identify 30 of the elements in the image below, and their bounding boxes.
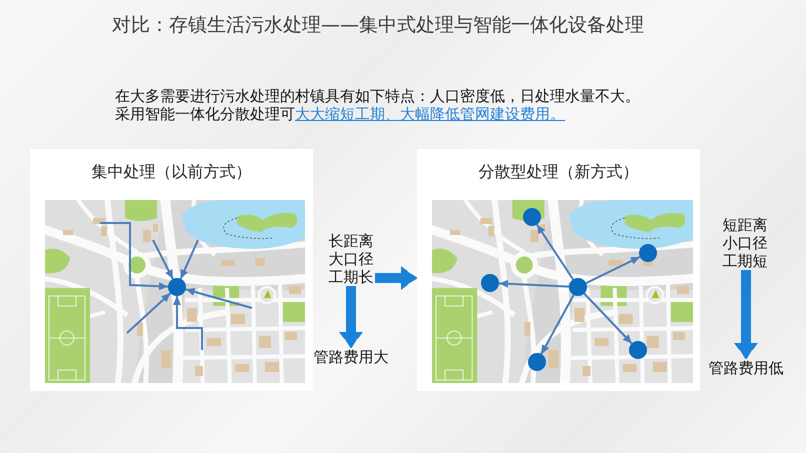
feature-text: 小口径 — [722, 234, 768, 252]
cost-text: 管路费用大 — [313, 348, 389, 366]
panel-card — [30, 149, 313, 391]
feature-text: 工期长 — [328, 268, 374, 286]
arrow — [536, 224, 574, 280]
arrow — [586, 256, 640, 284]
block-arrow — [375, 266, 417, 290]
arrow — [583, 292, 633, 344]
block-arrow — [734, 270, 758, 359]
intro-text: 采用智能一体化分散处理可大大缩短工期、大幅降低管网建设费用。 — [115, 104, 565, 124]
arrow — [185, 288, 252, 309]
feature-text: 长距离 — [328, 232, 374, 250]
arrow — [152, 240, 174, 280]
feature-text: 大口径 — [328, 250, 374, 268]
panel-heading: 分散型处理（新方式） — [478, 161, 640, 183]
feature-text: 短距离 — [722, 216, 768, 234]
cost-text: 管路费用低 — [708, 359, 784, 377]
arrow — [126, 292, 172, 334]
panel-card — [417, 149, 700, 391]
slide-title: 对比：存镇生活污水处理——集中式处理与智能一体化设备处理 — [112, 13, 644, 38]
arrow — [173, 296, 203, 350]
block-arrow — [339, 286, 363, 348]
arrow — [100, 222, 168, 290]
arrow — [498, 280, 570, 288]
arrow — [540, 294, 575, 355]
feature-text: 工期短 — [722, 252, 768, 270]
intro-text: 在大多需要进行污水处理的村镇具有如下特点：人口密度低，日处理水量不大。 — [115, 86, 640, 106]
panel-heading: 集中处理（以前方式） — [90, 161, 252, 183]
arrow — [180, 240, 199, 280]
highlight-link: 大大缩短工期、大幅降低管网建设费用。 — [295, 105, 565, 123]
